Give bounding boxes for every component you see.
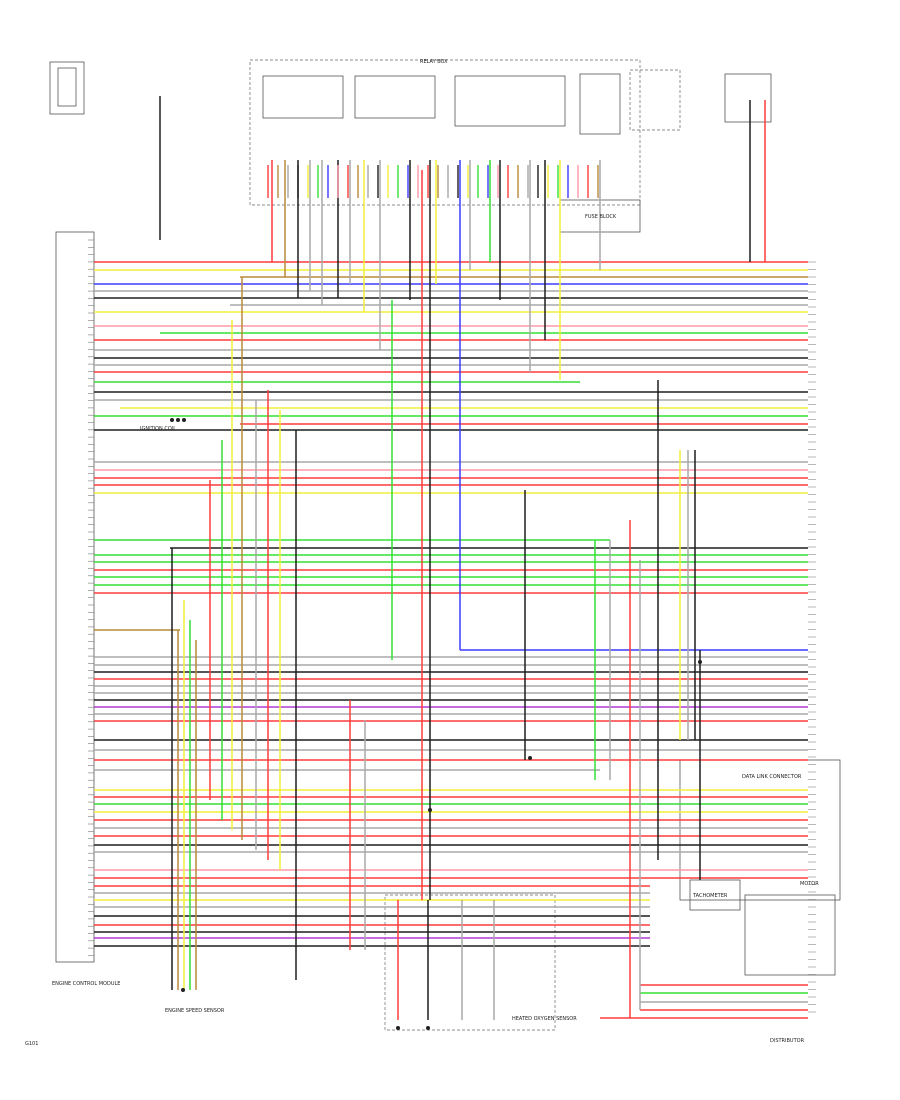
splice-dot xyxy=(176,418,180,422)
motor-box xyxy=(744,894,836,976)
relay-box-label: RELAY BOX xyxy=(420,59,448,65)
splice-dot xyxy=(170,418,174,422)
relay-5-outline xyxy=(629,69,681,131)
component-labels: ENGINE CONTROL MODULE RELAY BOX FUSE BLO… xyxy=(25,59,819,1047)
sensor-module-box xyxy=(49,61,85,115)
tachometer-box xyxy=(689,879,741,911)
relay-3 xyxy=(454,75,566,127)
splice-dot xyxy=(396,1026,400,1030)
ignition-switch-box xyxy=(724,73,772,123)
pins-layer xyxy=(88,239,816,1030)
sensor-module-inner xyxy=(57,67,77,107)
ignition-coil-label: IGNITION COIL xyxy=(140,426,176,432)
ecm-outline xyxy=(55,231,95,963)
relay-1 xyxy=(262,75,344,119)
fuse-block-label: FUSE BLOCK xyxy=(585,214,617,220)
motor-label: MOTOR xyxy=(800,881,819,887)
splice-dot xyxy=(181,988,185,992)
relay-2 xyxy=(354,75,436,119)
data-link-label: DATA LINK CONNECTOR xyxy=(742,774,802,780)
splice-dot xyxy=(428,808,432,812)
tachometer-label: TACHOMETER xyxy=(692,893,728,899)
relay-4 xyxy=(579,73,621,135)
heated-oxygen-sensor-label: HEATED OXYGEN SENSOR xyxy=(512,1016,577,1022)
ground-label: G101 xyxy=(25,1041,38,1047)
splice-dot xyxy=(698,660,702,664)
wires-layer xyxy=(94,96,808,1020)
component-outlines xyxy=(49,59,841,1031)
distributor-label: DISTRIBUTOR xyxy=(770,1038,805,1044)
splice-dot xyxy=(426,1026,430,1030)
engine-speed-sensor-label: ENGINE SPEED SENSOR xyxy=(165,1008,225,1014)
relay-box-outline xyxy=(249,59,641,206)
splice-dot xyxy=(528,756,532,760)
splice-dot xyxy=(182,418,186,422)
ecm-label: ENGINE CONTROL MODULE xyxy=(52,981,120,987)
data-link-box xyxy=(679,759,841,901)
sensor-cluster-outline xyxy=(384,894,556,1031)
